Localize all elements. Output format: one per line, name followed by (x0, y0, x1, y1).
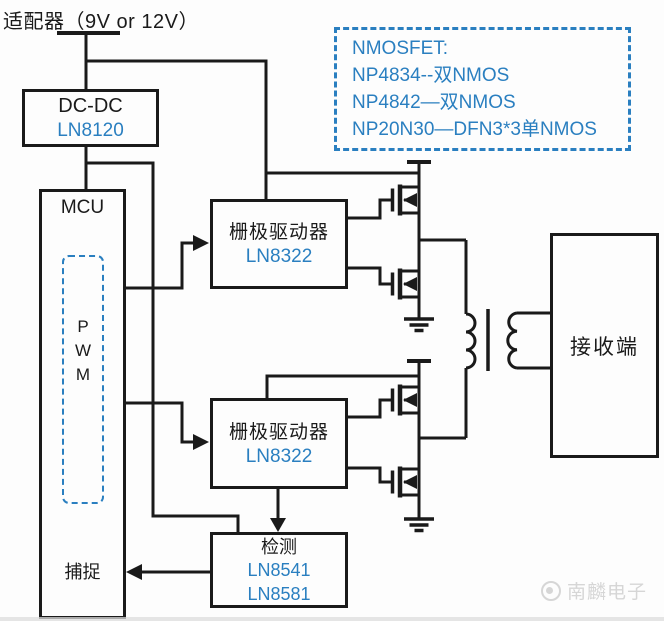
pwm-dashed-box: P W M (62, 255, 104, 504)
gate-driver-2-title: 栅极驱动器 (228, 421, 329, 443)
watermark-text: 南麟电子 (567, 582, 648, 603)
bottom-edge-strip (0, 617, 664, 621)
arrow-into-gate-driver-1-icon (193, 235, 209, 251)
gate-driver-2-block: 栅极驱动器 LN8322 (210, 398, 348, 489)
gate-driver-1-block: 栅极驱动器 LN8322 (210, 199, 348, 289)
watermark-logo-icon (541, 580, 561, 601)
nmosfet-note-box: NMOSFET: NP4834--双NMOS NP4842—双NMOS NP20… (334, 27, 631, 151)
mcu-title: MCU (60, 197, 105, 218)
receiver-block: 接收端 (550, 233, 659, 458)
detection-part-number: LN8581 (247, 583, 311, 604)
nmos-q1-icon (390, 173, 421, 240)
nmosfet-note-line: NP20N30—DFN3*3单NMOS (352, 119, 597, 140)
wire-mcu-to-gate-driver-2 (125, 401, 195, 444)
nmosfet-note-line: NP4834--双NMOS (352, 65, 510, 86)
wire-gd2-to-q3-gate (347, 398, 391, 419)
pwm-letter: M (75, 365, 91, 384)
primary-coil (465, 312, 477, 370)
wire-mcu-to-gate-driver-1 (125, 241, 195, 290)
nmosfet-note-line: NP4842—双NMOS (352, 92, 516, 113)
nmos-q2-icon (390, 240, 421, 319)
pwm-letter: P (77, 317, 89, 336)
dcdc-part-number: LN8120 (57, 120, 124, 141)
nmos-q4-icon (390, 438, 421, 519)
arrow-into-gate-driver-2-icon (193, 434, 209, 450)
arrow-into-detection-icon (270, 518, 286, 532)
nmosfet-note-line: NMOSFET: (352, 38, 449, 59)
secondary-coil (506, 311, 518, 370)
power-tap-top-icon (407, 160, 431, 174)
pwm-letter: W (74, 341, 92, 360)
wire-gd2-to-q4-gate (347, 466, 391, 484)
nmos-q3-icon (390, 376, 421, 438)
ground-top-icon (404, 317, 434, 333)
arrow-into-mcu-icon (126, 564, 142, 580)
adapter-label: 适配器（9V or 12V） (3, 11, 199, 33)
transformer-icon (464, 240, 550, 438)
gate-driver-2-part-number: LN8322 (245, 445, 313, 467)
dcdc-title: DC-DC (58, 95, 123, 117)
mcu-capture-label: 捕捉 (64, 562, 101, 582)
dcdc-block: DC-DC LN8120 (22, 89, 159, 147)
ground-bottom-icon (404, 517, 434, 533)
wire-supply-to-q3-drain (265, 374, 419, 398)
watermark: 南麟电子 (541, 577, 647, 604)
detection-title: 检测 (261, 536, 297, 557)
receiver-title: 接收端 (570, 335, 639, 359)
gate-driver-1-part-number: LN8322 (245, 246, 313, 267)
detection-part-number: LN8541 (247, 559, 311, 580)
wire-gd1-to-q1-gate (347, 198, 391, 220)
gate-driver-1-title: 栅极驱动器 (228, 222, 329, 243)
detection-block: 检测 LN8541 LN8581 (210, 532, 348, 608)
wire-gd1-to-q2-gate (347, 266, 391, 286)
power-tap-bottom-icon (407, 359, 431, 377)
